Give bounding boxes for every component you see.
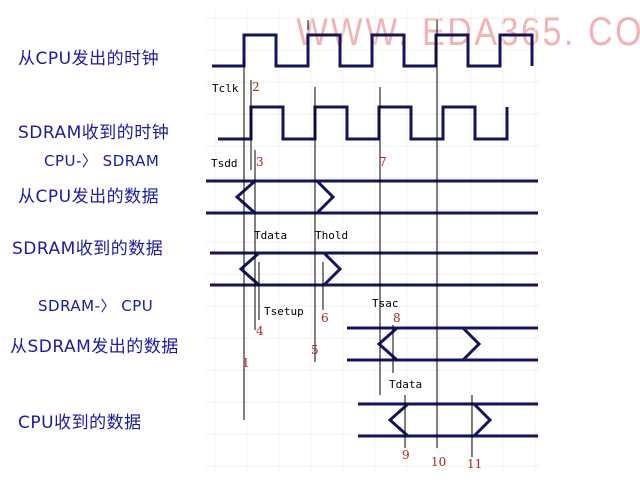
marker-number-3: 3: [256, 155, 264, 169]
data-transition-open: [238, 251, 260, 287]
signal-label-sdram-clock: SDRAM收到的时钟: [18, 123, 170, 143]
timing-label-tsdd: Tsdd: [211, 157, 238, 170]
signal-label-cpu-clock: 从CPU发出的时钟: [18, 49, 160, 69]
data-transition-close: [461, 326, 482, 362]
signal-label-sdram-data-out: 从SDRAM发出的数据: [10, 337, 179, 357]
timing-label-thold: Thold: [315, 229, 349, 242]
waveform-cpu-clock: [212, 33, 534, 68]
marker-number-7: 7: [379, 155, 387, 169]
waveform-sdram-clock: [218, 105, 509, 141]
timing-label-tsetup: Tsetup: [264, 305, 304, 318]
marker-number-10: 10: [431, 455, 447, 469]
marker-number-9: 9: [402, 448, 410, 462]
data-transition-open: [234, 179, 256, 215]
signal-label-cpu-data-out: 从CPU发出的数据: [18, 187, 160, 207]
marker-number-4: 4: [256, 324, 264, 338]
section-label-sdram-to-cpu: SDRAM-〉 CPU: [38, 297, 154, 315]
timing-label-tdata-2: Tdata: [389, 378, 423, 391]
section-label-cpu-to-sdram: CPU-〉 SDRAM: [44, 152, 160, 170]
signal-label-sdram-data-in: SDRAM收到的数据: [12, 239, 164, 259]
marker-number-6: 6: [321, 311, 329, 325]
signal-label-cpu-data-in: CPU收到的数据: [18, 413, 142, 433]
timing-label-tsac: Tsac: [372, 297, 399, 310]
marker-number-11: 11: [467, 457, 483, 471]
marker-number-1: 1: [242, 356, 250, 370]
marker-number-2: 2: [252, 80, 260, 94]
data-transition-close: [315, 179, 336, 215]
data-transition-close: [472, 402, 493, 438]
marker-number-8: 8: [393, 311, 401, 325]
timing-label-tclk: Tclk: [212, 82, 239, 95]
data-transition-close: [322, 251, 343, 287]
data-transition-open: [387, 402, 409, 438]
marker-number-5: 5: [311, 343, 319, 357]
timing-label-tdata-1: Tdata: [254, 229, 288, 242]
data-transition-open: [376, 326, 398, 362]
